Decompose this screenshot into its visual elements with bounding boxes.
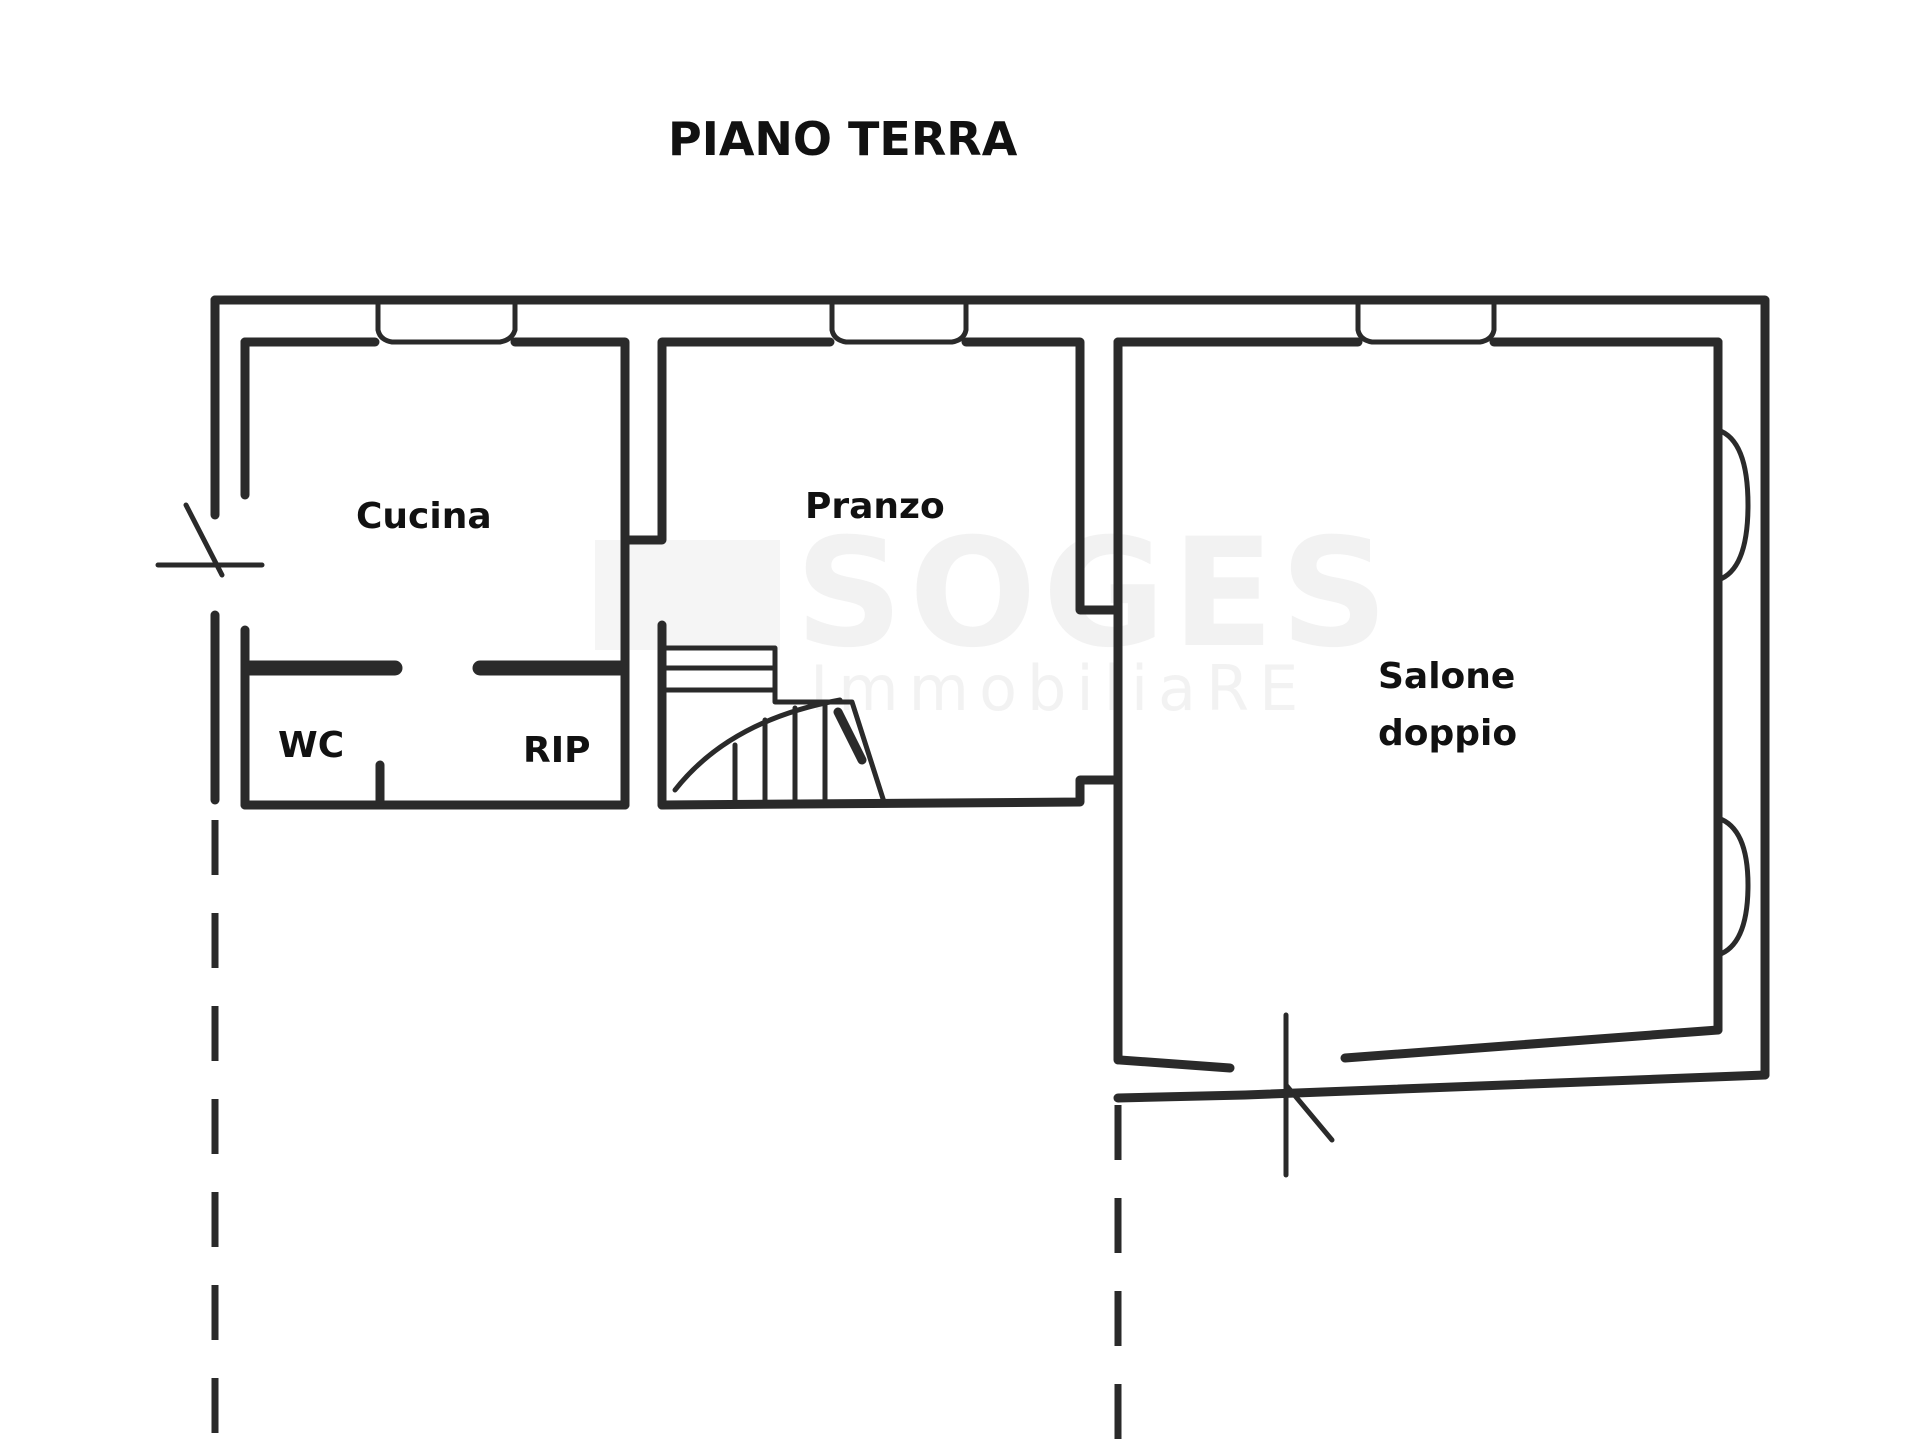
room-label-salone-line1: Salone xyxy=(1378,656,1515,697)
stair-arrow xyxy=(833,707,867,765)
entrance-door-leaf xyxy=(183,502,225,578)
floor-title: PIANO TERRA xyxy=(668,112,1018,166)
room-label-cucina: Cucina xyxy=(356,496,492,537)
window-salone-right-upper xyxy=(1715,427,1751,583)
outer-wall-bottom-salone-right xyxy=(1340,1025,1723,1063)
outer-wall-bottom-salone xyxy=(1115,1055,1235,1073)
doors xyxy=(155,502,1335,1178)
watermark-brand: SOGES xyxy=(795,507,1394,681)
outer-wall-bottom-outer xyxy=(1113,1070,1770,1103)
stair-outline xyxy=(659,645,888,808)
room-label-pranzo: Pranzo xyxy=(805,486,945,527)
window-salone-right-lower xyxy=(1715,815,1751,958)
watermark: SOGES ImmobiliaRE xyxy=(595,507,1394,725)
staircase xyxy=(659,645,888,808)
cucina-wall-top-right xyxy=(510,337,835,545)
outer-wall-top xyxy=(210,295,1770,1080)
pranzo-wall-top xyxy=(961,337,1123,615)
room-label-rip: RIP xyxy=(523,730,591,771)
room-label-wc: WC xyxy=(278,725,344,766)
salone-door-leaf xyxy=(1283,1082,1335,1143)
room-pranzo-walls xyxy=(657,337,1723,1065)
windows-right xyxy=(1715,427,1751,958)
room-label-salone-line2: doppio xyxy=(1378,713,1517,754)
service-block-walls xyxy=(240,535,667,810)
stair-curve xyxy=(672,697,843,793)
window-pranzo xyxy=(829,297,969,345)
window-salone xyxy=(1355,297,1497,345)
pranzo-bottom xyxy=(657,775,1123,810)
watermark-tagline: ImmobiliaRE xyxy=(810,652,1308,725)
room-labels: Cucina Pranzo WC RIP Salone doppio xyxy=(278,486,1517,771)
windows-top xyxy=(375,297,1497,345)
window-cucina xyxy=(375,297,518,345)
outer-walls xyxy=(210,295,1770,1439)
room-cucina-walls xyxy=(240,337,835,810)
